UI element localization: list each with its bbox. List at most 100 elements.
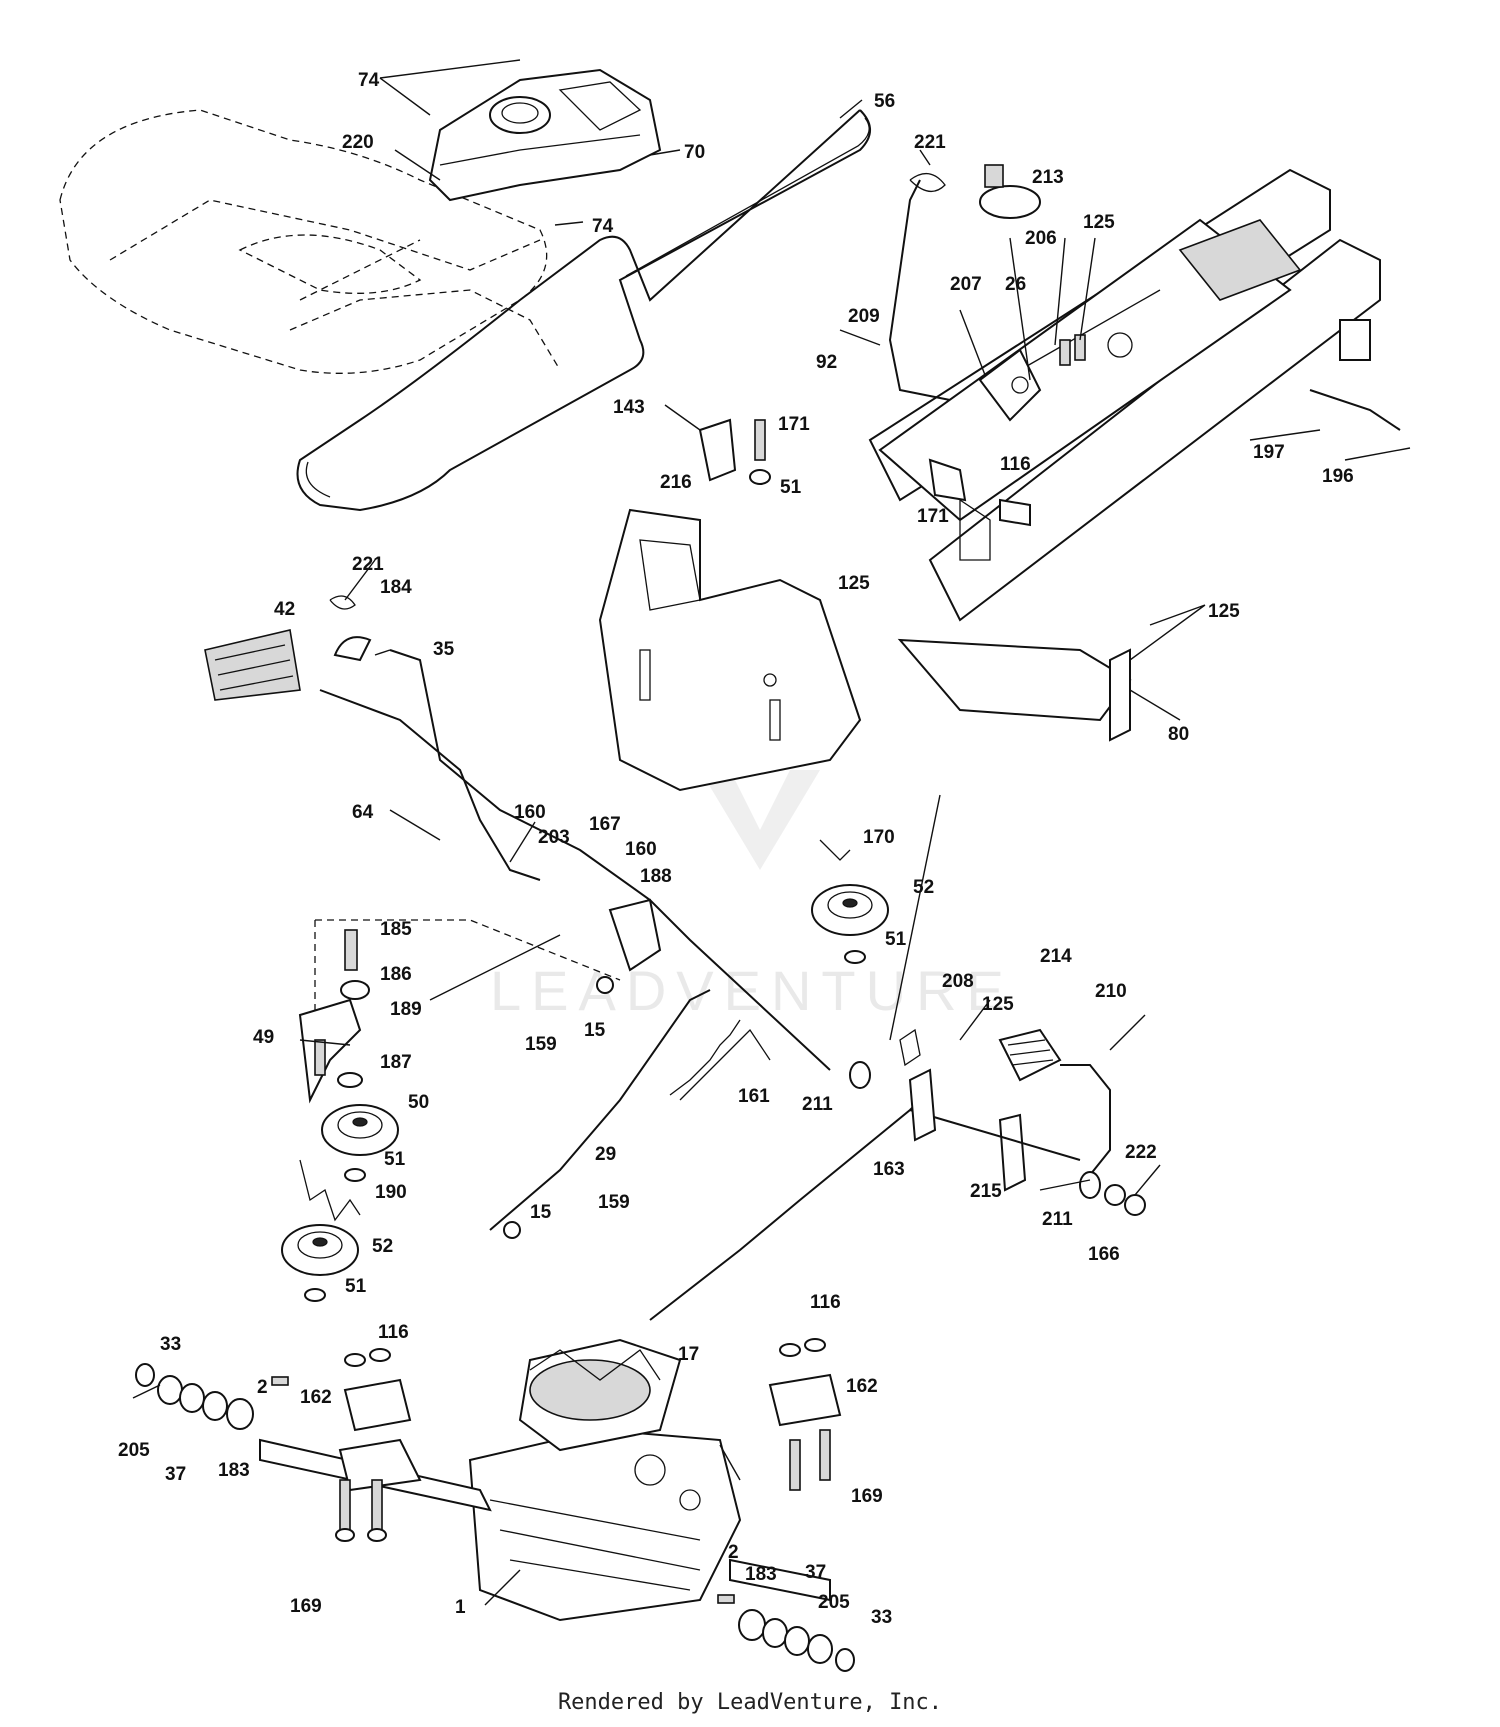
extension-spring [679,1028,771,1101]
callout-label: 159 [598,1192,630,1213]
callout-label: 197 [1253,442,1285,463]
callout-label: 207 [950,274,982,295]
callout-label: 216 [660,472,692,493]
callout-label: 74 [592,216,614,237]
callout-label: 160 [625,839,657,860]
callout-label: 211 [1042,1209,1073,1230]
callout-label: 184 [380,577,412,598]
callout-label: 37 [165,1464,186,1485]
watermark-text: LEADVENTURE [490,959,1014,1022]
callout-label: 189 [390,999,422,1020]
callout-label: 116 [810,1292,841,1313]
callout-label: 33 [871,1607,892,1628]
callout-label: 166 [1088,1244,1120,1265]
tractor-frame [598,168,1381,792]
callout-label: 183 [218,1460,250,1481]
callout-label: 220 [342,132,374,153]
leader-lines [132,59,1411,1606]
callout-label: 2 [257,1377,268,1398]
callout-label: 169 [290,1596,322,1617]
callout-label: 190 [375,1182,407,1203]
callout-label: 160 [514,802,546,823]
callout-label: 186 [380,964,412,985]
callout-label: 163 [873,1159,905,1180]
lift-lever [888,164,1041,401]
callout-label: 33 [160,1334,181,1355]
right-axle-hardware [717,1594,855,1672]
callout-label: 64 [352,802,374,823]
callout-label: 206 [1025,228,1057,249]
callout-label: 211 [802,1094,833,1115]
callout-label: 70 [684,142,705,163]
callout-labels: 74 56 220 70 74 221 213 206 125 209 207 … [118,70,1354,1628]
callout-label: 37 [805,1562,826,1583]
callout-label: 125 [838,573,870,594]
callout-label: 15 [584,1020,606,1041]
callout-label: 188 [640,866,672,887]
callout-label: 203 [538,827,570,848]
callout-label: 52 [372,1236,393,1257]
callout-label: 56 [874,91,895,112]
callout-label: 214 [1040,946,1072,967]
callout-label: 29 [595,1144,616,1165]
callout-label: 170 [863,827,895,848]
callout-label: 92 [816,352,837,373]
callout-label: 116 [1000,454,1031,475]
callout-label: 205 [118,1440,150,1461]
callout-label: 213 [1032,167,1064,188]
callout-label: 51 [885,929,907,950]
upper-hardware [698,334,1401,527]
callout-label: 210 [1095,981,1127,1002]
callout-label: 215 [970,1181,1002,1202]
callout-label: 50 [408,1092,429,1113]
left-axle-hardware [135,1363,387,1542]
callout-label: 169 [851,1486,883,1507]
callout-label: 162 [846,1376,878,1397]
callout-label: 49 [253,1027,274,1048]
idler-bracket [298,898,662,1104]
callout-label: 161 [738,1086,770,1107]
callout-label: 159 [525,1034,557,1055]
callout-label: 143 [613,397,645,418]
callout-label: 80 [1168,724,1189,745]
callout-label: 125 [1208,601,1240,622]
watermark: LEADVENTURE [490,770,1014,1022]
footer-credit: Rendered by LeadVenture, Inc. [557,1690,943,1715]
hood-outline [59,109,561,374]
drive-belt [296,109,871,512]
callout-label: 17 [678,1344,699,1365]
callout-label: 125 [982,994,1014,1015]
callout-label: 51 [780,477,802,498]
callout-label: 221 [352,554,384,575]
callout-label: 205 [818,1592,850,1613]
callout-label: 42 [274,599,295,620]
callout-label: 2 [728,1542,739,1563]
callout-label: 222 [1125,1142,1157,1163]
callout-label: 51 [384,1149,406,1170]
engine-pulley-cover [428,68,662,202]
callout-label: 209 [848,306,880,327]
callout-label: 1 [455,1597,466,1618]
callout-label: 52 [913,877,934,898]
callout-label: 35 [433,639,455,660]
callout-label: 167 [589,814,621,835]
callout-label: 26 [1005,274,1026,295]
callout-label: 15 [530,1202,552,1223]
transaxle [259,1338,831,1622]
pulleys [281,839,889,1302]
linkage-rods [489,976,931,1321]
callout-label: 125 [1083,212,1115,233]
callout-label: 51 [345,1276,367,1297]
pedal-assembly [849,1028,1146,1216]
callout-label: 116 [378,1322,409,1343]
callout-label: 196 [1322,466,1354,487]
shift-assembly [204,595,831,1071]
callout-label: 185 [380,919,412,940]
callout-label: 171 [778,414,810,435]
callout-label: 221 [914,132,946,153]
callout-label: 162 [300,1387,332,1408]
callout-label: 187 [380,1052,412,1073]
mounting-blocks [343,1338,842,1491]
callout-label: 208 [942,971,974,992]
